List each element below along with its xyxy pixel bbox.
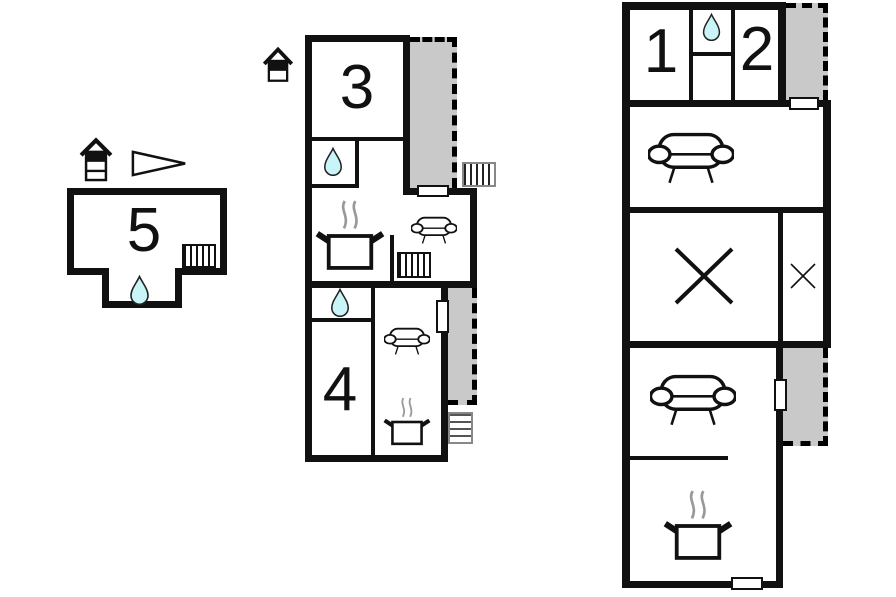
wall xyxy=(622,207,831,213)
wall xyxy=(622,341,831,348)
terrace xyxy=(410,37,457,188)
wall xyxy=(622,2,786,10)
wall xyxy=(305,35,312,462)
room-label-3: 3 xyxy=(339,53,375,122)
wall xyxy=(175,268,227,275)
water-drop-icon xyxy=(329,288,351,317)
wall xyxy=(470,188,477,288)
door-window xyxy=(417,185,449,197)
pennant-icon xyxy=(130,149,188,178)
wall xyxy=(778,2,786,107)
wall xyxy=(731,9,735,100)
wall xyxy=(441,281,477,288)
house-3-stripe-icon xyxy=(78,137,114,185)
wall xyxy=(305,318,375,322)
sofa-icon xyxy=(648,132,734,187)
wall xyxy=(403,35,410,195)
water-drop-icon xyxy=(701,13,722,41)
wall xyxy=(776,341,783,588)
wall xyxy=(67,268,109,275)
wall xyxy=(441,281,448,462)
door-window xyxy=(436,300,449,333)
crossed-out-area-icon xyxy=(674,247,734,305)
wall xyxy=(67,188,227,195)
water-drop-icon xyxy=(128,275,151,305)
wall xyxy=(390,235,394,281)
room-label-1: 1 xyxy=(643,17,679,86)
water-drop-icon xyxy=(322,147,344,176)
door-window xyxy=(774,379,787,411)
stove-pot-icon xyxy=(381,392,433,452)
stairs-icon xyxy=(448,412,473,444)
room-label-5: 5 xyxy=(126,196,162,265)
wall xyxy=(689,9,693,100)
wall xyxy=(622,456,728,460)
wall xyxy=(305,184,359,188)
wall xyxy=(220,188,227,275)
radiator-icon xyxy=(397,252,431,278)
terrace xyxy=(448,288,477,405)
room-label-4: 4 xyxy=(322,355,358,424)
terrace xyxy=(783,348,828,446)
wall xyxy=(371,281,375,462)
wall xyxy=(305,35,410,42)
wall xyxy=(693,52,731,56)
wall xyxy=(622,100,831,107)
sofa-icon xyxy=(384,327,430,357)
stairs-icon xyxy=(462,162,496,187)
wall xyxy=(622,581,783,588)
wall xyxy=(622,2,630,588)
stove-pot-icon xyxy=(310,198,390,274)
wall xyxy=(355,137,359,188)
terrace xyxy=(786,3,828,100)
stove-pot-icon xyxy=(658,488,738,564)
wall xyxy=(305,455,448,462)
wall xyxy=(823,100,831,348)
wall xyxy=(102,268,109,308)
door-window xyxy=(731,577,763,590)
room-label-2: 2 xyxy=(739,15,775,84)
wall xyxy=(175,268,182,308)
sofa-icon xyxy=(411,216,457,246)
crossed-out-area-icon xyxy=(790,263,816,289)
wall xyxy=(778,213,783,347)
door-window xyxy=(789,97,819,110)
wall xyxy=(67,188,74,275)
radiator-icon xyxy=(182,244,216,268)
house-2-stripe-icon xyxy=(262,45,294,86)
sofa-icon xyxy=(650,374,736,429)
